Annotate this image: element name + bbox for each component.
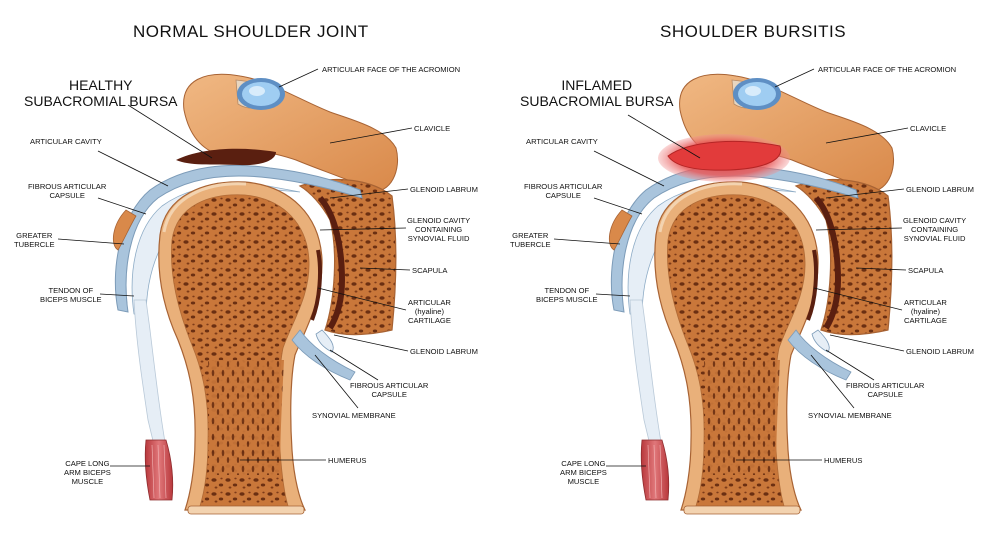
label-line: CAPSULE xyxy=(545,191,581,200)
label-synovial-membrane: SYNOVIAL MEMBRANE xyxy=(808,411,892,420)
label-glenoid-labrum-top: GLENOID LABRUM xyxy=(410,185,478,194)
label-glenoid-labrum-bottom: GLENOID LABRUM xyxy=(410,347,478,356)
label-scapula: SCAPULA xyxy=(412,266,448,275)
label-humerus: HUMERUS xyxy=(824,456,863,465)
bursa-title-line: INFLAMED xyxy=(561,77,633,93)
label-line: CAPSULE xyxy=(867,390,903,399)
label-line: ARM BICEPS xyxy=(560,468,607,477)
label-line: TENDON OF xyxy=(48,286,94,295)
label-line: BICEPS MUSCLE xyxy=(536,295,598,304)
label-line: FIBROUS ARTICULAR xyxy=(846,381,925,390)
label-line: MUSCLE xyxy=(567,477,600,486)
label-line: CAPSULE xyxy=(371,390,407,399)
label-line: CARTILAGE xyxy=(408,316,451,325)
label-humerus: HUMERUS xyxy=(328,456,367,465)
panel-title-bursitis: SHOULDER BURSITIS xyxy=(660,22,847,41)
panel-title-normal: NORMAL SHOULDER JOINT xyxy=(133,22,369,41)
label-greater-tubercle: GREATER TUBERCLE xyxy=(14,231,55,249)
label-clavicle: CLAVICLE xyxy=(414,124,451,133)
label-articular-cavity: ARTICULAR CAVITY xyxy=(526,137,598,146)
label-scapula: SCAPULA xyxy=(908,266,944,275)
label-line: CONTAINING xyxy=(415,225,463,234)
label-line: FIBROUS ARTICULAR xyxy=(28,182,107,191)
label-line: ARTICULAR xyxy=(904,298,947,307)
label-glenoid-cavity: GLENOID CAVITY CONTAINING SYNOVIAL FLUID xyxy=(903,216,966,243)
bursa-title-line: SUBACROMIAL BURSA xyxy=(520,93,674,109)
healthy-bursa-title: HEALTHY SUBACROMIAL BURSA xyxy=(24,77,178,109)
label-line: ARTICULAR xyxy=(408,298,451,307)
label-line: GLENOID CAVITY xyxy=(903,216,967,225)
healthy-bursa xyxy=(176,148,276,166)
label-fibrous-capsule-left: FIBROUS ARTICULAR CAPSULE xyxy=(28,182,106,200)
label-fibrous-capsule-right: FIBROUS ARTICULAR CAPSULE xyxy=(350,381,428,399)
label-fibrous-capsule-right: FIBROUS ARTICULAR CAPSULE xyxy=(846,381,924,399)
label-line: CAPSULE xyxy=(49,191,85,200)
label-line: TUBERCLE xyxy=(14,240,55,249)
panel-normal-illustration xyxy=(57,68,413,514)
label-line: SYNOVIAL FLUID xyxy=(407,234,470,243)
label-line: TUBERCLE xyxy=(510,240,551,249)
label-clavicle: CLAVICLE xyxy=(910,124,947,133)
stock-id: #649421463 xyxy=(0,301,4,396)
inflamed-bursa-title: INFLAMED SUBACROMIAL BURSA xyxy=(520,77,674,109)
label-line: MUSCLE xyxy=(71,477,104,486)
label-line: FIBROUS ARTICULAR xyxy=(350,381,429,390)
label-line: CARTILAGE xyxy=(904,316,947,325)
label-fibrous-capsule-left: FIBROUS ARTICULAR CAPSULE xyxy=(524,182,602,200)
label-cape-long: CAPE LONG ARM BICEPS MUSCLE xyxy=(560,459,607,486)
bursa-title-line: HEALTHY xyxy=(68,77,133,93)
label-glenoid-labrum-bottom: GLENOID LABRUM xyxy=(906,347,974,356)
label-line: FIBROUS ARTICULAR xyxy=(524,182,603,191)
panel-bursitis-illustration xyxy=(553,68,909,514)
label-acromion: ARTICULAR FACE OF THE ACROMION xyxy=(322,65,461,74)
label-line: GREATER xyxy=(16,231,53,240)
label-tendon-biceps: TENDON OF BICEPS MUSCLE xyxy=(40,286,102,304)
label-cartilage: ARTICULAR (hyaline) CARTILAGE xyxy=(408,298,451,325)
label-line: ARM BICEPS xyxy=(64,468,111,477)
label-glenoid-labrum-top: GLENOID LABRUM xyxy=(906,185,974,194)
label-acromion: ARTICULAR FACE OF THE ACROMION xyxy=(818,65,957,74)
label-glenoid-cavity: GLENOID CAVITY CONTAINING SYNOVIAL FLUID xyxy=(407,216,470,243)
label-line: BICEPS MUSCLE xyxy=(40,295,102,304)
label-greater-tubercle: GREATER TUBERCLE xyxy=(510,231,551,249)
label-line: CAPE LONG xyxy=(65,459,110,468)
label-synovial-membrane: SYNOVIAL MEMBRANE xyxy=(312,411,396,420)
label-line: CONTAINING xyxy=(911,225,959,234)
label-line: CAPE LONG xyxy=(561,459,606,468)
leader-lines-right xyxy=(553,68,909,467)
bursa-title-line: SUBACROMIAL BURSA xyxy=(24,93,178,109)
label-line: (hyaline) xyxy=(414,307,445,316)
label-articular-cavity: ARTICULAR CAVITY xyxy=(30,137,102,146)
label-cape-long: CAPE LONG ARM BICEPS MUSCLE xyxy=(64,459,111,486)
label-line: SYNOVIAL FLUID xyxy=(903,234,966,243)
leader-lines-left xyxy=(57,68,413,467)
label-line: (hyaline) xyxy=(910,307,941,316)
label-tendon-biceps: TENDON OF BICEPS MUSCLE xyxy=(536,286,598,304)
inflamed-bursa xyxy=(667,140,782,171)
label-line: TENDON OF xyxy=(544,286,590,295)
label-cartilage: ARTICULAR (hyaline) CARTILAGE xyxy=(904,298,947,325)
label-line: GREATER xyxy=(512,231,549,240)
label-line: GLENOID CAVITY xyxy=(407,216,471,225)
